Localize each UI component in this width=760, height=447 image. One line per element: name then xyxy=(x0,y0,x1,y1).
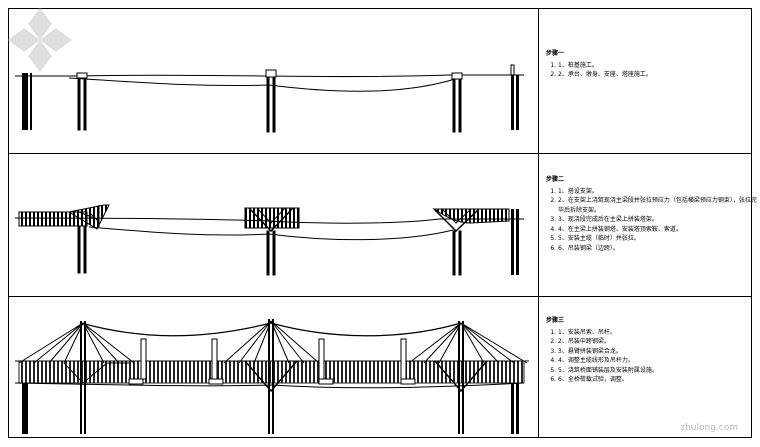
stage-1-pier-3 xyxy=(265,69,277,133)
stage-2-note-item: 1、搭设支架。 xyxy=(558,187,758,197)
stage-3-tower-3 xyxy=(408,321,528,434)
stage-2-tower-2 xyxy=(244,207,300,276)
construction-stages-drawing xyxy=(14,64,529,434)
stage-3-note-item: 3、悬臂拼装钢梁合龙。 xyxy=(558,347,658,357)
panel-divider-1 xyxy=(9,153,751,154)
stage-1-pier-2 xyxy=(76,72,88,131)
stage-3-barges xyxy=(128,378,416,385)
stage-1-note-item: 2、承台、墩身、支座、塔座施工。 xyxy=(558,70,652,80)
stage-3-tower-2 xyxy=(223,319,320,434)
stage-2-note-item: 4、在主梁上拼装钢塔、安装塔顶索鞍、索道。 xyxy=(558,225,758,235)
stage-2-note-item: 6、吊装钢梁（边跨）。 xyxy=(558,244,758,254)
stage-3-end-piers xyxy=(22,383,519,434)
stage-1-title: 步骤一 xyxy=(546,50,565,57)
stage-3-tower-1 xyxy=(18,321,135,434)
stage-2-right-end-pier xyxy=(511,209,519,275)
drawing-sheet: 步骤一 1、桩基施工。 2、承台、墩身、支座、塔座施工。 步骤二 1、搭设支架。… xyxy=(8,8,757,438)
stage-1-notes: 步骤一 1、桩基施工。 2、承台、墩身、支座、塔座施工。 xyxy=(546,49,652,80)
stage-2-note-item: 3、现浇段完成后在主梁上拼装塔架。 xyxy=(558,215,758,225)
stage-1-pier-4 xyxy=(451,72,463,133)
notes-column-divider xyxy=(538,9,539,437)
stage-3-deck-segments xyxy=(18,360,525,384)
stage-3-main-cable xyxy=(80,322,462,337)
stage-2-title: 步骤二 xyxy=(546,176,565,183)
stage-3-note-item: 6、全桥荷载试验，调整。 xyxy=(558,375,658,385)
stage-3-elevation xyxy=(14,319,529,434)
stage-3-note-item: 2、吊装中跨钢梁。 xyxy=(558,337,658,347)
stage-2-notes: 步骤二 1、搭设支架。 2、在支架上浇筑现浇主梁段并张拉预应力（包括横梁预应力钢… xyxy=(546,175,758,253)
stage-1-pier-1 xyxy=(22,73,32,130)
stage-3-note-item: 5、浇筑桥面铺装层及安装附属设施。 xyxy=(558,366,658,376)
stage-3-note-item: 1、安装吊索、吊杆。 xyxy=(558,328,658,338)
zhulong-logo-icon xyxy=(8,8,72,72)
stage-2-tower-3 xyxy=(432,208,510,276)
stage-2-note-item: 2、在支架上浇筑现浇主梁段并张拉预应力（包括横梁预应力钢束），张拉完毕后拆除支架… xyxy=(558,196,758,215)
stage-2-note-item: 5、安装主缆（临时）并张拉。 xyxy=(558,234,758,244)
stage-1-pier-5 xyxy=(510,64,519,130)
stage-2-elevation xyxy=(14,204,524,276)
panel-divider-2 xyxy=(9,296,751,297)
stage-1-riverbed-line xyxy=(68,77,456,92)
stage-1-elevation xyxy=(15,64,524,133)
stage-2-riverbed-line xyxy=(88,226,454,241)
stage-3-deck-bottom xyxy=(14,382,525,389)
stage-1-note-item: 1、桩基施工。 xyxy=(558,61,652,71)
watermark-text: zhulong.com xyxy=(680,423,738,433)
stage-3-title: 步骤三 xyxy=(546,317,565,324)
stage-3-note-item: 4、调整主缆线形及吊杆力。 xyxy=(558,356,658,366)
stage-3-notes: 步骤三 1、安装吊索、吊杆。 2、吊装中跨钢梁。 3、悬臂拼装钢梁合龙。 4、调… xyxy=(546,316,658,385)
stage-2-tower-1 xyxy=(67,204,110,274)
